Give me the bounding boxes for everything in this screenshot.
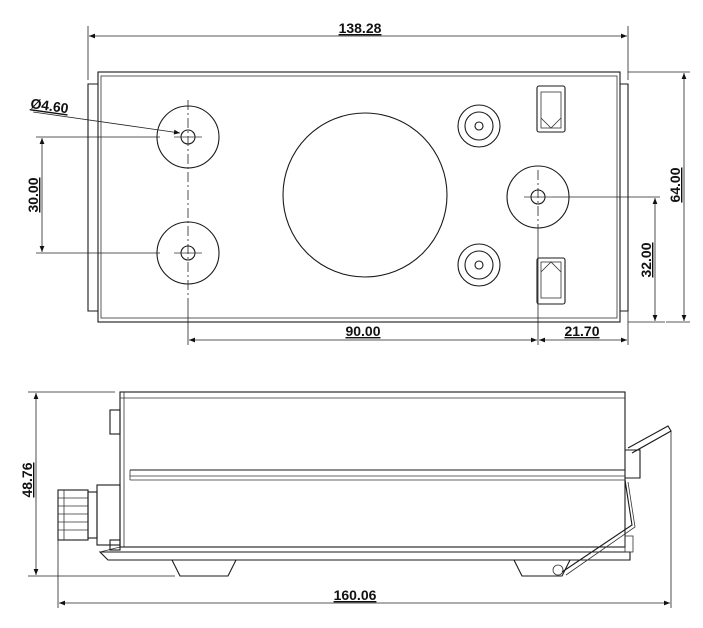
slot-lower	[537, 258, 565, 304]
dim-side-length: 160.06	[58, 431, 671, 608]
dim-hole-spacing-vertical: 30.00	[25, 137, 160, 253]
dim-side-height: 48.76	[19, 392, 175, 576]
foot-left	[172, 560, 236, 576]
dim-label-center-height: 32.00	[638, 242, 654, 277]
dim-center-height: 32.00	[552, 197, 665, 322]
dim-overall-width: 138.28	[88, 20, 628, 80]
boss-lower	[458, 244, 500, 286]
slot-upper	[537, 86, 565, 132]
connector	[58, 485, 120, 545]
dim-label-hole-diameter: Ø4.60	[30, 95, 70, 116]
dim-label-hole-spacing-horizontal: 90.00	[345, 323, 380, 339]
dim-label-hole-spacing-vertical: 30.00	[25, 177, 41, 212]
right-flange	[620, 84, 628, 311]
center-opening	[283, 113, 447, 277]
side-view: 48.76 160.06	[19, 392, 671, 608]
dim-edge-offset-right: 21.70	[539, 311, 628, 345]
top-view: 138.28 Ø4.60 30.00 90.00 21.70	[25, 20, 690, 345]
left-flange	[88, 84, 98, 311]
dim-label-edge-offset-right: 21.70	[564, 323, 599, 339]
stud-upper	[110, 410, 120, 434]
dim-label-side-length: 160.06	[334, 587, 377, 603]
dim-label-overall-width: 138.28	[339, 20, 382, 36]
dim-label-overall-height: 64.00	[667, 167, 683, 202]
dim-hole-diameter: Ø4.60	[30, 95, 180, 133]
base-plate	[100, 552, 630, 560]
boss-upper	[458, 105, 500, 147]
dim-label-side-height: 48.76	[19, 462, 35, 497]
right-latch	[562, 426, 671, 575]
